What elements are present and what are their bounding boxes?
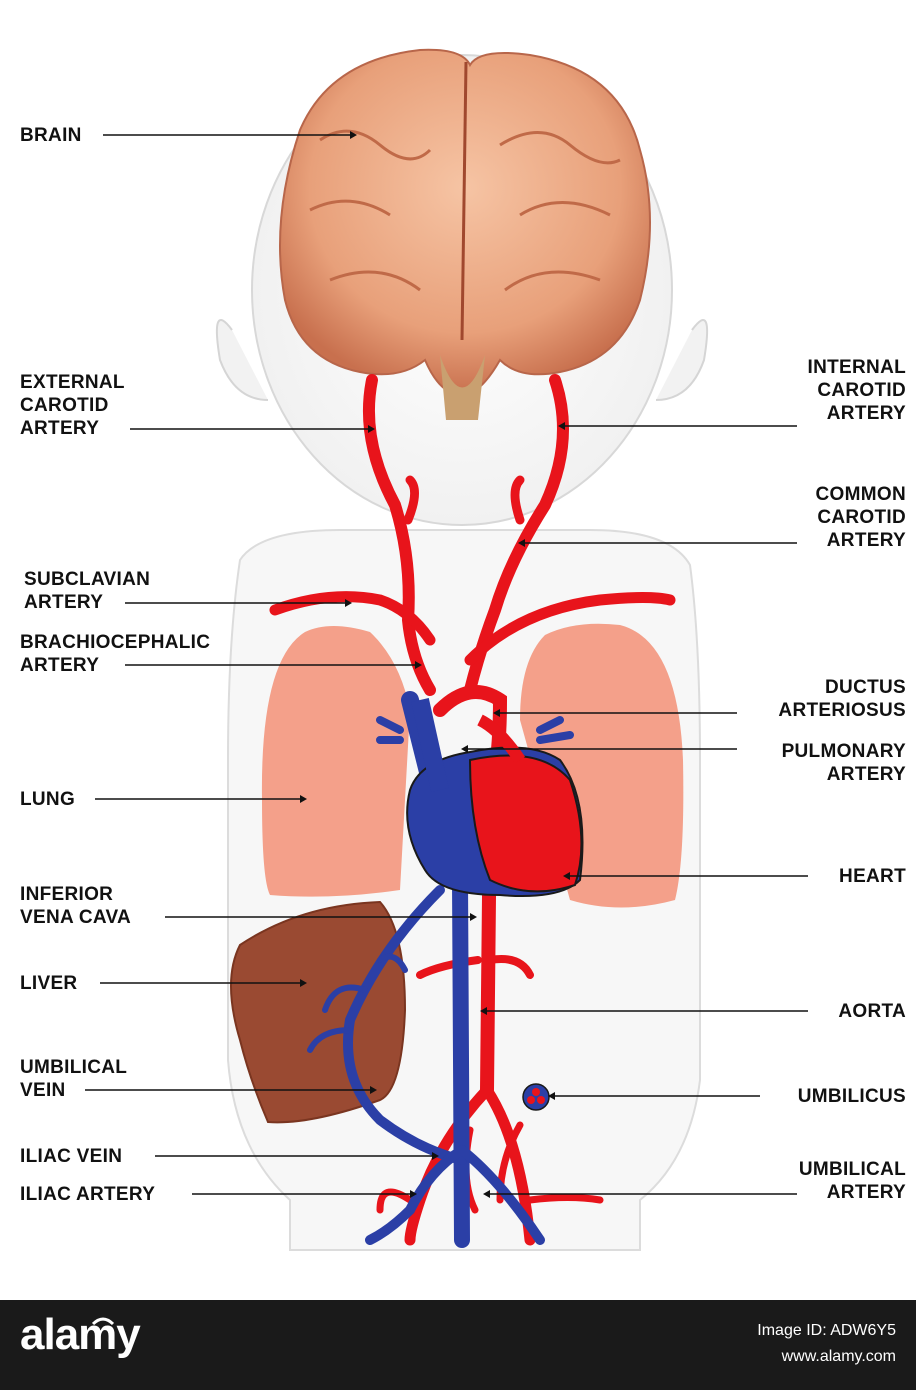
heart-shape bbox=[406, 698, 584, 897]
image-info: Image ID: ADW6Y5 www.alamy.com bbox=[757, 1318, 896, 1370]
label-heart: HEART bbox=[839, 866, 906, 887]
alamy-logo: alamy bbox=[20, 1310, 141, 1359]
leader-arrowheads bbox=[300, 131, 570, 1198]
label-iliac-vein: ILIAC VEIN bbox=[20, 1146, 123, 1167]
logo-swoosh-icon bbox=[92, 1317, 114, 1326]
leader-lines bbox=[85, 134, 808, 1195]
anatomy-illustration bbox=[85, 48, 808, 1251]
label-iliac-artery: ILIAC ARTERY bbox=[20, 1184, 156, 1205]
image-id: Image ID: ADW6Y5 bbox=[757, 1322, 896, 1339]
label-liver: LIVER bbox=[20, 973, 78, 994]
label-lung: LUNG bbox=[20, 789, 76, 810]
label-umbilicus: UMBILICUS bbox=[797, 1086, 906, 1107]
liver-shape bbox=[230, 900, 407, 1124]
label-aorta: AORTA bbox=[838, 1001, 906, 1022]
label-brain: BRAIN bbox=[20, 125, 82, 146]
umbilicus-shape bbox=[522, 1083, 550, 1111]
brain-shape bbox=[279, 48, 651, 420]
footer-bar bbox=[0, 1300, 916, 1390]
site-url: www.alamy.com bbox=[781, 1348, 896, 1365]
arteries bbox=[269, 374, 676, 1246]
